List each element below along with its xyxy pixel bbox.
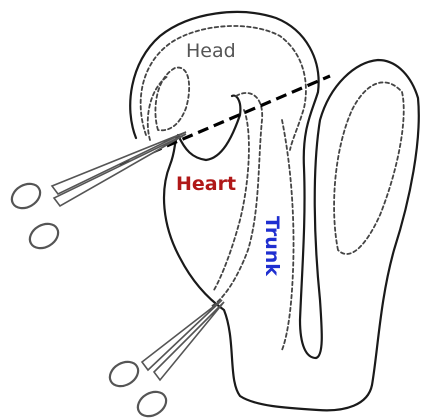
lower-scissor-ring-left	[106, 357, 143, 391]
head-label: Head	[186, 40, 236, 62]
embryo-body-outline	[130, 12, 419, 410]
lower-scissor-blade-right	[154, 302, 224, 380]
heart-label: Heart	[176, 173, 236, 195]
scissors-icon	[106, 300, 224, 419]
upper-scissor-ring-top	[8, 179, 45, 213]
head-inner-dotted-outline	[155, 68, 189, 131]
lower-scissor-blade-left	[142, 300, 222, 370]
upper-scissor-ring-bottom	[26, 219, 63, 253]
trunk-label: Trunk	[261, 216, 283, 276]
tail-dotted-outline	[334, 82, 404, 254]
scissors-icon	[8, 132, 186, 253]
upper-scissor-blade-bottom	[54, 134, 186, 206]
lower-scissor-ring-right	[134, 387, 171, 419]
